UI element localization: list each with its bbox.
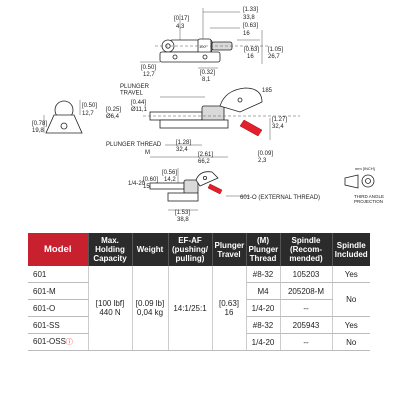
dim-end-height-mm: 19,8 bbox=[32, 128, 44, 134]
dim-hole-mm: 8,1 bbox=[202, 77, 211, 83]
table-row: 601-O 1/4-20 -- bbox=[28, 299, 370, 317]
dim-top-width-mm: 33,8 bbox=[243, 15, 255, 21]
cell-model: 601-SS bbox=[28, 316, 89, 334]
cell-spindle: -- bbox=[280, 333, 333, 351]
dim-offset-in: [0.17] bbox=[174, 16, 189, 22]
cell-model: 601-M bbox=[28, 282, 89, 300]
dim-length-b-in: [2.61] bbox=[198, 152, 213, 158]
dim-top-height-mm: 16 bbox=[243, 31, 250, 37]
dim-gap-in: [0.09] bbox=[258, 151, 273, 157]
table-row: 601-M M4 205208-M No bbox=[28, 282, 370, 317]
dim-angle: 185 bbox=[262, 88, 273, 94]
dim-small-a-mm: 14,2 bbox=[164, 177, 176, 183]
cell-thread: #8-32 bbox=[246, 266, 281, 283]
dim-right-in: [1.05] bbox=[268, 47, 283, 53]
model-text: 601-OSS bbox=[33, 337, 66, 346]
dim-dia-outer-mm: Ø11,1 bbox=[131, 107, 148, 113]
cell-thread: 1/4-20 bbox=[246, 333, 281, 351]
cell-thread: #8-32 bbox=[246, 316, 281, 334]
cell-spindle: 205943 bbox=[280, 316, 333, 334]
dim-end-top-in: [0.50] bbox=[82, 103, 97, 109]
header-ratio: EF-AF(pushing/pulling) bbox=[168, 233, 213, 266]
header-weight: Weight bbox=[132, 233, 169, 266]
dim-small-b-mm: 15,2 bbox=[143, 184, 155, 190]
cell-model: 601-O bbox=[28, 299, 89, 317]
clamp-label: 100 bbox=[199, 44, 206, 49]
cell-spindle: -- bbox=[280, 299, 333, 317]
table-row: 601-SS #8-32 205943 Yes bbox=[28, 316, 370, 334]
dim-height-in: [1.27] bbox=[272, 117, 287, 123]
table-row: 601 [100 lbf]440 N [0.09 lb]0,04 kg 14:1… bbox=[28, 266, 370, 351]
dim-end-top-mm: 12,7 bbox=[82, 111, 94, 117]
cell-thread: M4 bbox=[246, 282, 281, 300]
table-row: 601-OSSⓘ 1/4-20 -- No bbox=[28, 333, 370, 351]
dim-base-b-in: [1.53] bbox=[175, 210, 190, 216]
bottom-view: [0.56] 14,2 [0.60] 15,2 1/4-20 601-O (EX… bbox=[128, 168, 320, 223]
warning-circle-icon: ⓘ bbox=[65, 339, 73, 346]
dim-base-in: [0.50] bbox=[141, 65, 156, 71]
dim-offset-mm: 4,3 bbox=[176, 24, 185, 30]
dim-dia-inner-mm: Ø6,4 bbox=[106, 114, 120, 120]
dim-small-a-in: [0.56] bbox=[162, 170, 177, 176]
external-thread-label: 601-O (EXTERNAL THREAD) bbox=[240, 195, 320, 201]
cell-model: 601-OSSⓘ bbox=[28, 333, 89, 351]
dim-right-mm: 26,7 bbox=[268, 54, 280, 60]
dim-gap-mm: 2,3 bbox=[258, 158, 267, 164]
dim-length-a-in: [1.28] bbox=[176, 140, 191, 146]
dim-rail-mm: 16 bbox=[247, 54, 254, 60]
dim-dia-outer-in: [0.44] bbox=[131, 100, 146, 106]
dim-end-height-in: [0.78] bbox=[32, 121, 47, 127]
technical-drawing: [1.33] 33,8 [0.17] 4,3 [0.63] 16 100 [0.… bbox=[32, 7, 384, 223]
dim-height-mm: 32,4 bbox=[272, 124, 284, 130]
cell-spindle: 205208-M bbox=[280, 282, 333, 300]
cell-weight: [0.09 lb]0,04 kg bbox=[132, 266, 169, 351]
header-model: Model bbox=[28, 233, 89, 266]
dim-rail-in: [0.63] bbox=[244, 47, 259, 53]
cell-included: No bbox=[332, 333, 370, 351]
dim-hole-in: [0.32] bbox=[200, 70, 215, 76]
cell-spindle: 105203 bbox=[280, 266, 333, 283]
cell-included: Yes bbox=[332, 316, 370, 334]
header-spindle: Spindle(Recom-mended) bbox=[280, 233, 333, 266]
dim-base-b-mm: 38,8 bbox=[177, 217, 189, 223]
end-view: [0.50] 12,7 [0.78] 19,8 bbox=[32, 100, 97, 134]
dim-top-height-in: [0.63] bbox=[243, 23, 258, 29]
cell-ratio: 14:1/25:1 bbox=[168, 266, 213, 351]
cell-capacity: [100 lbf]440 N bbox=[88, 266, 133, 351]
units-label: mm [INCH] bbox=[355, 166, 375, 171]
dim-top-width-in: [1.33] bbox=[243, 7, 258, 13]
cell-included: No bbox=[332, 282, 370, 317]
thread-m-label: M bbox=[145, 150, 150, 156]
cell-included: Yes bbox=[332, 266, 370, 283]
plunger-thread-label: PLUNGER THREAD bbox=[106, 142, 162, 148]
cell-thread: 1/4-20 bbox=[246, 299, 281, 317]
cell-model: 601 bbox=[28, 266, 89, 283]
top-view: [1.33] 33,8 [0.17] 4,3 [0.63] 16 100 [0.… bbox=[140, 7, 283, 83]
dim-small-b-in: [0.60] bbox=[143, 177, 158, 183]
dim-base-mm: 12,7 bbox=[143, 72, 155, 78]
cell-travel: [0.63]16 bbox=[212, 266, 247, 351]
thread-size-label: 1/4-20 bbox=[128, 181, 146, 187]
dim-length-a-mm: 32,4 bbox=[176, 147, 188, 153]
dim-length-b-mm: 66,2 bbox=[198, 159, 210, 165]
dim-dia-inner-in: [0.25] bbox=[106, 107, 121, 113]
